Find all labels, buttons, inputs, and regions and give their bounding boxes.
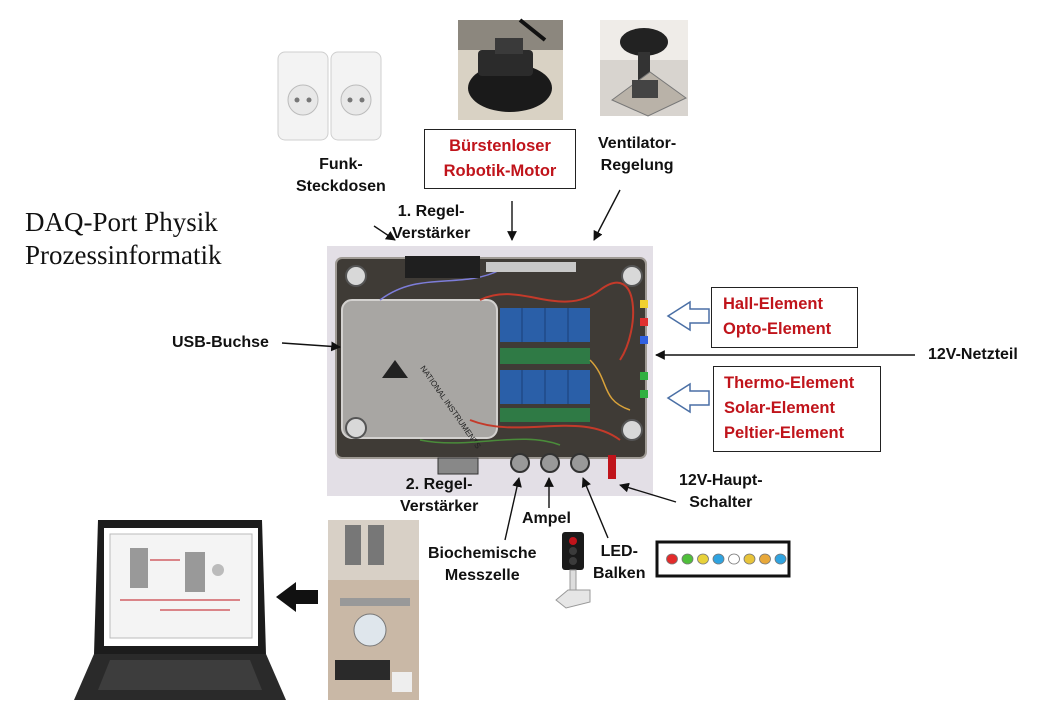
led-dot xyxy=(712,553,725,565)
arrow-ventilator xyxy=(593,189,621,241)
arrow-schalter xyxy=(619,482,677,503)
label-hall-line-1: Hall-Element xyxy=(723,295,823,313)
outline-arrow-thermo-icon xyxy=(666,382,710,414)
label-biochemische-messzelle: Biochemische Messzelle xyxy=(428,543,536,587)
robot-motor-image xyxy=(458,18,563,120)
label-led-balken: LED- Balken xyxy=(593,541,645,585)
label-hauptschalter-line-1: 12V-Haupt- xyxy=(679,472,763,489)
label-hall-line-2: Opto-Element xyxy=(723,320,832,338)
title-line-2: Prozessinformatik xyxy=(25,240,222,270)
laptop-image xyxy=(74,520,286,700)
label-regelverstaerker-2: 2. Regel- Verstärker xyxy=(400,474,478,518)
label-motor-line-1: Bürstenloser xyxy=(449,137,551,155)
led-bar-image xyxy=(655,540,791,578)
label-12v-netzteil: 12V-Netzteil xyxy=(928,346,1018,363)
label-ampel: Ampel xyxy=(522,510,571,527)
label-messzelle-line-1: Biochemische xyxy=(428,545,537,562)
arrow-messzelle xyxy=(504,477,522,541)
led-dot xyxy=(759,553,771,565)
label-12v-hauptschalter: 12V-Haupt- Schalter xyxy=(679,470,763,514)
label-usb-buchse: USB-Buchse xyxy=(172,334,269,351)
label-hall-opto: Hall-Element Opto-Element xyxy=(711,287,858,348)
label-ventilator-line-2: Regelung xyxy=(600,157,674,174)
label-regel1-line-2: Verstärker xyxy=(392,225,471,242)
led-dot xyxy=(697,553,709,565)
diagram-title: DAQ-Port Physik Prozessinformatik xyxy=(25,206,221,272)
led-dot xyxy=(666,553,678,565)
label-thermo-solar-peltier: Thermo-Element Solar-Element Peltier-Ele… xyxy=(713,366,881,452)
label-led-line-1: LED- xyxy=(600,543,638,560)
label-ventilator-regelung: Ventilator- Regelung xyxy=(598,133,676,177)
label-messzelle-line-2: Messzelle xyxy=(444,567,520,584)
arrow-funk xyxy=(373,225,396,241)
daq-board-image: NATIONAL INSTRUMENTS xyxy=(327,246,653,496)
label-funk-line-1: Funk- xyxy=(319,156,363,173)
led-dot xyxy=(728,553,740,565)
led-dot xyxy=(743,553,756,565)
fan-control-image xyxy=(600,20,688,117)
smart-plugs-image xyxy=(270,51,385,145)
arrow-to-laptop-icon xyxy=(276,582,318,612)
label-led-line-2: Balken xyxy=(593,565,646,582)
traffic-light-image xyxy=(555,532,591,609)
label-funk-line-2: Steckdosen xyxy=(296,178,386,195)
label-regelverstaerker-1: 1. Regel- Verstärker xyxy=(392,201,470,245)
led-dot xyxy=(774,553,787,565)
title-line-1: DAQ-Port Physik xyxy=(25,207,218,237)
label-regel1-line-1: 1. Regel- xyxy=(397,203,465,220)
led-dot xyxy=(681,553,694,565)
outline-arrow-hall-icon xyxy=(666,300,710,332)
label-regel2-line-1: 2. Regel- xyxy=(405,476,473,493)
label-thermo-line-2: Solar-Element xyxy=(724,399,835,417)
arrow-usb xyxy=(281,341,341,352)
label-thermo-line-1: Thermo-Element xyxy=(724,374,855,392)
label-hauptschalter-line-2: Schalter xyxy=(689,494,753,511)
label-robotik-motor: Bürstenloser Robotik-Motor xyxy=(424,129,576,189)
label-motor-line-2: Robotik-Motor xyxy=(443,162,557,180)
arrow-led xyxy=(581,477,609,539)
label-thermo-line-3: Peltier-Element xyxy=(724,424,845,442)
measurement-cell-image xyxy=(328,520,419,700)
label-ventilator-line-1: Ventilator- xyxy=(598,135,677,152)
label-funk-steckdosen: Funk- Steckdosen xyxy=(296,154,386,198)
label-regel2-line-2: Verstärker xyxy=(400,498,479,515)
